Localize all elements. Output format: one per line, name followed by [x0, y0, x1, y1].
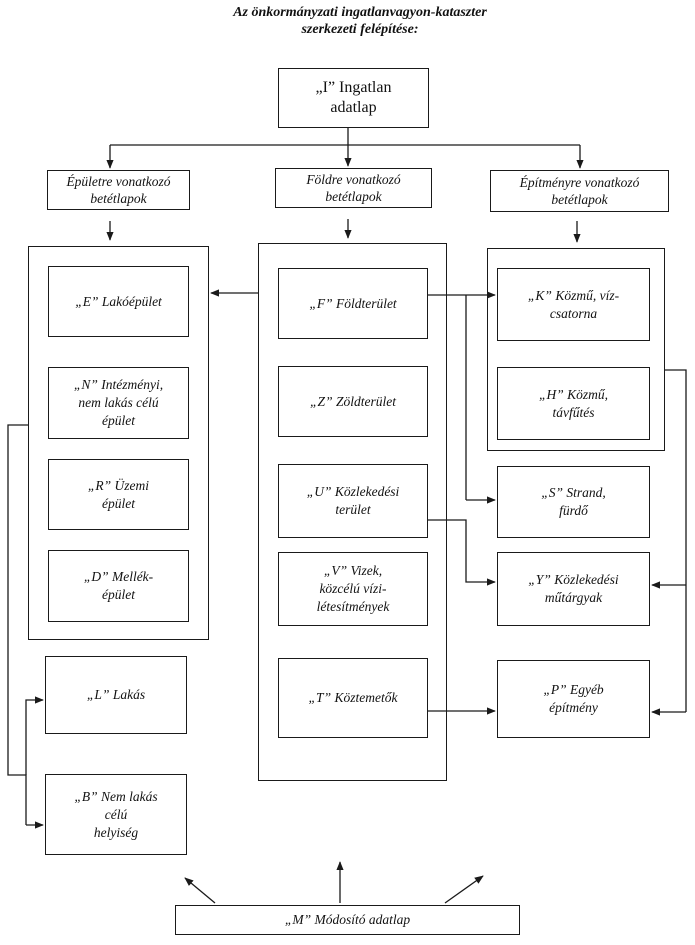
node-B-nem-lakas: „B” Nem lakás célú helyiség — [45, 774, 187, 855]
node-K-kozmu-vizcsatorna: „K” Közmű, víz- csatorna — [497, 268, 650, 341]
node-Z-zoldterulet: „Z” Zöldterület — [278, 366, 428, 437]
node-S-strand: „S” Strand, fürdő — [497, 466, 650, 538]
node-F-foldterulet: „F” Földterület — [278, 268, 428, 339]
node-L-lakas: „L” Lakás — [45, 656, 187, 734]
edge-left-L-branch — [25, 696, 44, 775]
edge-utility-right — [665, 369, 687, 712]
node-P-egyeb-epitmeny: „P” Egyéb építmény — [497, 660, 650, 738]
node-N-intezmenyi: „N” Intézményi, nem lakás célú épület — [48, 367, 189, 439]
node-T-koztemetok: „T” Köztemetők — [278, 658, 428, 738]
node-Y-kozlekedesi-mutargyak: „Y” Közlekedési műtárgyak — [497, 552, 650, 626]
edge-U-right — [428, 519, 496, 586]
root-node-I: „I” Ingatlan adatlap — [278, 68, 429, 128]
edge-M-left — [184, 877, 216, 904]
node-D-mellekepulet: „D” Mellék- épület — [48, 550, 189, 622]
node-U-kozlekedesi-terulet: „U” Közlekedési terület — [278, 464, 428, 538]
land-group-frame — [258, 243, 447, 781]
node-R-uzemi: „R” Üzemi épület — [48, 459, 189, 530]
category-building: Épületre vonatkozó betétlapok — [47, 170, 190, 210]
diagram-title-line2: szerkezeti felépítése: — [301, 22, 419, 37]
building-group-frame — [28, 246, 209, 640]
diagram-title-line1: Az önkormányzati ingatlanvagyon-kataszte… — [233, 5, 487, 20]
utility-group-frame — [487, 248, 665, 451]
node-H-kozmu-tavfutes: „H” Közmű, távfűtés — [497, 367, 650, 440]
edge-left-vertical — [7, 424, 28, 825]
edge-M-right — [444, 875, 484, 904]
node-E-lakoepulet: „E” Lakóépület — [48, 266, 189, 337]
category-land: Földre vonatkozó betétlapok — [275, 168, 432, 208]
node-M-modosito-adatlap: „M” Módosító adatlap — [175, 905, 520, 935]
node-V-vizek: „V” Vizek, közcélú vízi- létesítmények — [278, 552, 428, 626]
category-structure: Építményre vonatkozó betétlapok — [490, 170, 669, 212]
